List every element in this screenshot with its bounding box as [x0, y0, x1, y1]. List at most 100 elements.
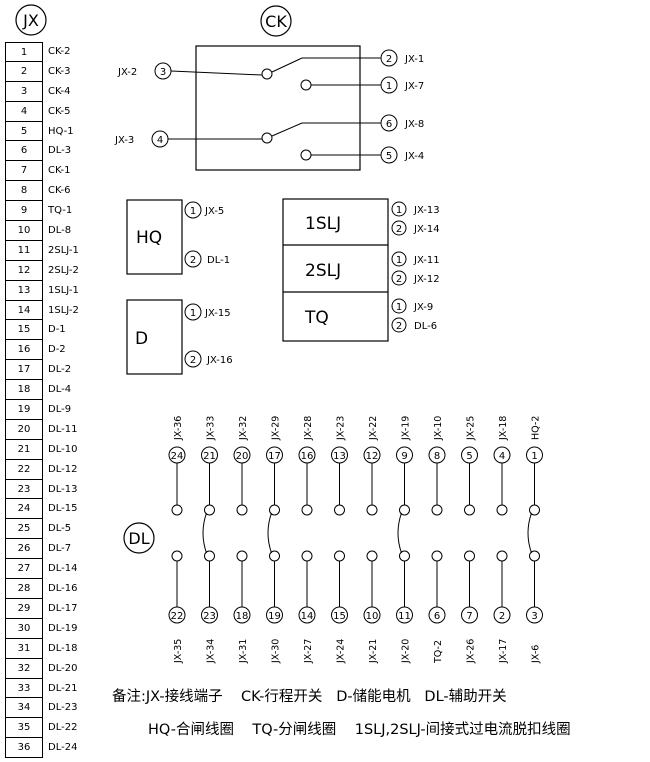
dl-terminal-circle	[493, 606, 511, 624]
jx-row-number: 8	[5, 181, 43, 202]
jx-row-label: DL-7	[48, 543, 72, 555]
d-label: D	[135, 329, 148, 349]
jx-row: 8 CK-6	[5, 181, 89, 202]
dl-contact	[366, 550, 378, 562]
dl-bottom-label: JX-26	[466, 639, 477, 664]
jx-row-number: 35	[5, 718, 43, 739]
jx-row-label: DL-18	[48, 642, 78, 654]
dl-top-num: 13	[333, 451, 346, 462]
dl-contact-link	[202, 512, 207, 554]
dl-contact	[334, 550, 345, 562]
relay-terminal-label: JX-9	[413, 302, 433, 313]
dl-terminal-circle	[266, 606, 283, 624]
dl-bottom-num: 2	[499, 611, 505, 622]
jx-row-number: 29	[5, 598, 43, 619]
jx-row-label: 1SLJ-2	[48, 304, 79, 316]
ck-left-num: 3	[160, 67, 166, 78]
dl-bottom-label: JX-17	[498, 639, 509, 664]
jx-row-label: CK-6	[48, 185, 71, 197]
jx-row-label: CK-4	[48, 85, 71, 97]
dl-top-num: 24	[171, 451, 184, 462]
dl-top-label: JX-36	[173, 416, 184, 441]
jx-row-label: 2SLJ-1	[48, 244, 79, 256]
dl-top-num: 16	[301, 451, 314, 462]
jx-row-number: 4	[5, 101, 43, 122]
dl-bottom-num: 11	[398, 611, 411, 622]
dl-top-num: 12	[366, 451, 379, 462]
dl-terminal-circle	[363, 606, 381, 624]
dl-top-num: 4	[499, 451, 505, 462]
jx-row-label: DL-5	[48, 523, 72, 535]
jx-row-label: DL-11	[48, 423, 78, 435]
relay-terminal-label: JX-14	[413, 224, 440, 235]
jx-row-number: 9	[5, 201, 43, 222]
dl-terminal-circle	[363, 446, 381, 464]
dl-bottom-label: JX-21	[368, 639, 379, 664]
jx-row-label: TQ-1	[48, 205, 73, 217]
jx-row-number: 13	[5, 280, 43, 301]
dl-terminal-circle	[168, 446, 186, 464]
jx-row-label: DL-9	[48, 404, 72, 416]
jx-row-label: DL-8	[48, 225, 72, 237]
relay-terminal-label: DL-6	[414, 321, 437, 332]
dl-contact	[236, 550, 248, 562]
dl-contact	[399, 504, 410, 516]
hq-label: HQ	[136, 228, 162, 248]
ck-right-label: JX-1	[404, 54, 424, 65]
dl-bottom-num: 3	[531, 611, 537, 622]
jx-row-number: 3	[5, 81, 43, 102]
notes: 备注:JX-接线端子 CK-行程开关 D-储能电机 DL-辅助开关 HQ-合闸线…	[112, 684, 650, 750]
dl-top-num: 8	[434, 451, 440, 462]
jx-row-label: CK-1	[48, 165, 71, 177]
relay-terminal-num: 1	[396, 302, 402, 313]
dl-terminal-circle	[526, 446, 543, 464]
dl-top-num: 9	[401, 451, 407, 462]
hq-terminal-label: JX-5	[204, 206, 224, 217]
dl-top-num: 1	[531, 451, 537, 462]
jx-row-label: DL-2	[48, 364, 72, 376]
ck-right-num: 1	[386, 81, 392, 92]
jx-row: 26 DL-7	[5, 539, 89, 560]
dl-title: DL	[128, 529, 149, 548]
jx-row-label: DL-10	[48, 443, 78, 455]
jx-row-label: DL-19	[48, 622, 78, 634]
dl-switch: DL JX-362422JX-35JX-332123JX-34JX-322018…	[123, 416, 543, 664]
dl-terminal-circle	[201, 606, 218, 624]
jx-row: 9 TQ-1	[5, 201, 89, 222]
dl-top-label: JX-23	[336, 416, 347, 441]
jx-row-number: 24	[5, 499, 43, 520]
jx-row-number: 17	[5, 360, 43, 381]
ck-right-num: 6	[386, 119, 392, 130]
jx-row-number: 34	[5, 698, 43, 719]
jx-row-number: 26	[5, 539, 43, 560]
dl-bottom-label: JX-27	[303, 639, 314, 664]
dl-terminal-circle	[298, 446, 316, 464]
dl-top-label: JX-19	[401, 416, 412, 441]
dl-contact	[171, 504, 183, 516]
dl-top-num: 20	[236, 451, 249, 462]
dl-contact-link	[397, 512, 402, 554]
dl-contact	[366, 504, 378, 516]
dl-contact	[334, 504, 345, 516]
dl-terminal-circle	[461, 606, 478, 624]
relay-cell-label: 2SLJ	[305, 261, 341, 281]
relay-cell-label: 1SLJ	[305, 214, 341, 234]
jx-row-label: DL-4	[48, 384, 72, 396]
dl-contact	[204, 504, 215, 516]
dl-bottom-num: 10	[366, 611, 379, 622]
jx-row-number: 7	[5, 161, 43, 182]
ck-right-num: 5	[386, 151, 392, 162]
dl-terminal-circle	[266, 446, 283, 464]
dl-bottom-label: JX-31	[238, 639, 249, 664]
